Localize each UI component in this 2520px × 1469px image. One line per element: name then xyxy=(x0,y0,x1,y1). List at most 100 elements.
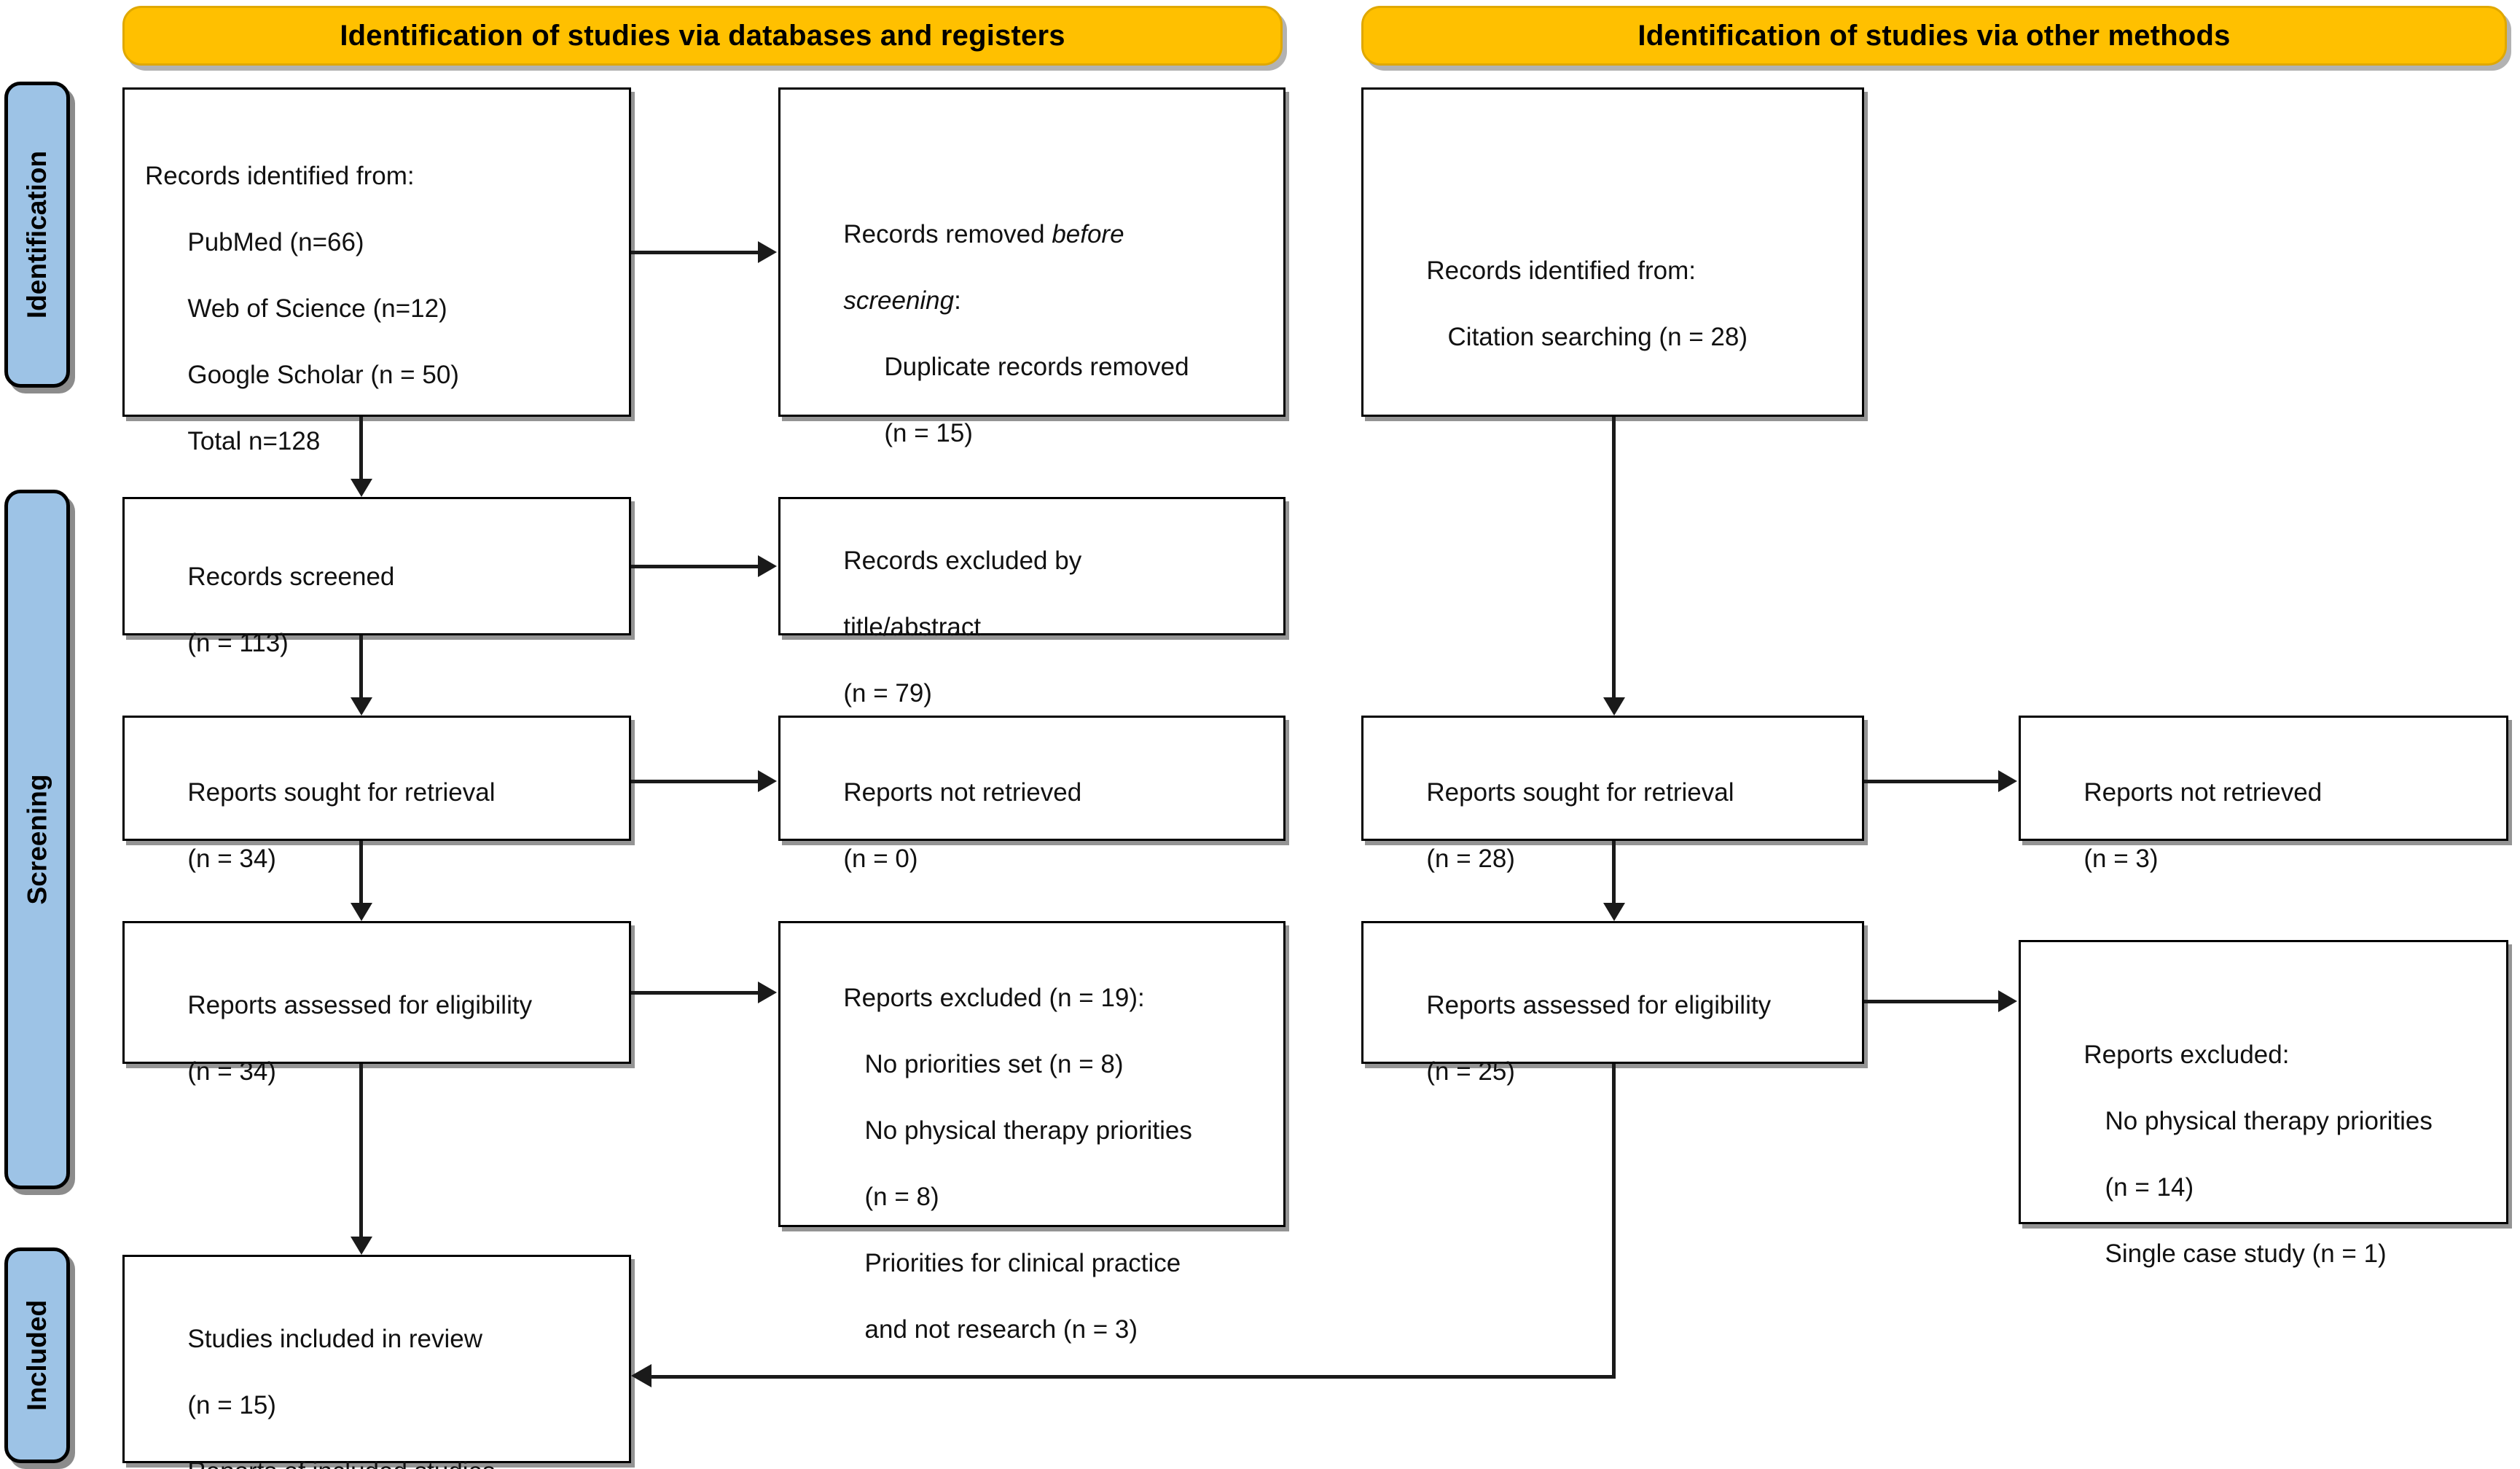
line-citation-searching: Citation searching (n = 28) xyxy=(1426,322,1748,351)
box-records-identified-databases-text: Records identified from: PubMed (n=66) W… xyxy=(145,160,619,491)
line-studies-included: Studies included in review xyxy=(187,1324,483,1353)
box-reports-not-retrieved-other: Reports not retrieved (n = 3) xyxy=(2019,716,2508,873)
box-records-identified-other: Records identified from: Citation search… xyxy=(1361,87,1864,417)
line-colon: : xyxy=(954,286,961,315)
header-databases-registers: Identification of studies via databases … xyxy=(122,6,1283,66)
line-reports-excluded-other-header: Reports excluded: xyxy=(2083,1040,2290,1069)
box-reports-excluded-databases: Reports excluded (n = 19): No priorities… xyxy=(778,921,1286,1344)
box-reports-excluded-other-text: Reports excluded: No physical therapy pr… xyxy=(2041,1005,2496,1304)
arrowhead-sought-db-to-assessed xyxy=(351,903,372,921)
line-reports-not-retrieved-other: Reports not retrieved xyxy=(2083,777,2323,807)
header-other-methods: Identification of studies via other meth… xyxy=(1361,6,2507,66)
line-reports-assessed-other-count: (n = 25) xyxy=(1426,1057,1515,1086)
line-studies-included-count: (n = 15) xyxy=(187,1390,276,1419)
line-reports-not-retrieved-db-count: (n = 0) xyxy=(843,844,918,873)
line-reports-not-retrieved-other-count: (n = 3) xyxy=(2083,844,2159,873)
line-reports-sought-db: Reports sought for retrieval xyxy=(187,777,496,807)
line-web-of-science: Web of Science (n=12) xyxy=(187,294,447,323)
line-records-removed-plain: Records removed xyxy=(843,219,1052,248)
connector-identified-other-to-sought xyxy=(1612,417,1616,708)
line-reports-assessed-db-count: (n = 34) xyxy=(187,1057,276,1086)
stage-included-text: Included xyxy=(22,1299,52,1411)
arrowhead-identified-other-to-sought xyxy=(1603,697,1625,716)
box-records-identified-databases: Records identified from: PubMed (n=66) W… xyxy=(122,87,631,455)
line-reports-sought-other-count: (n = 28) xyxy=(1426,844,1515,873)
arrowhead-assessed-db-to-excluded xyxy=(758,982,777,1003)
arrowhead-sought-db-to-not-retrieved xyxy=(758,770,777,792)
line-reports-excluded-db-header: Reports excluded (n = 19): xyxy=(843,983,1145,1012)
line-google-scholar: Google Scholar (n = 50) xyxy=(187,361,459,389)
arrowhead-merge-to-included xyxy=(631,1364,651,1387)
connector-identified-to-removed xyxy=(631,251,759,254)
stage-identification-text: Identification xyxy=(22,150,52,319)
connector-sought-db-to-assessed xyxy=(359,841,363,914)
line-duplicate-records-removed: Duplicate records removed xyxy=(884,352,1189,381)
box-records-identified-other-text: Records identified from: Citation search… xyxy=(1384,221,1852,387)
connector-sought-other-to-assessed xyxy=(1612,841,1616,914)
line-priorities-clinical-practice: Priorities for clinical practice xyxy=(843,1248,1181,1277)
box-reports-assessed-db-text: Reports assessed for eligibility (n = 34… xyxy=(145,955,619,1121)
box-records-removed-before-screening: Records removed before screening: Duplic… xyxy=(778,87,1286,447)
connector-assessed-other-to-excluded xyxy=(1864,1000,2000,1003)
connector-sought-db-to-not-retrieved xyxy=(631,780,759,783)
box-reports-not-retrieved-db-text: Reports not retrieved (n = 0) xyxy=(801,743,1273,909)
connector-assessed-db-to-excluded xyxy=(631,991,759,995)
line-records-screened: Records screened xyxy=(187,562,395,591)
line-total: Total n=128 xyxy=(187,427,321,455)
box-reports-not-retrieved-databases: Reports not retrieved (n = 0) xyxy=(778,716,1286,873)
line-pubmed: PubMed (n=66) xyxy=(187,228,364,256)
connector-assessed-other-down xyxy=(1612,1064,1616,1379)
box-reports-assessed-databases: Reports assessed for eligibility (n = 34… xyxy=(122,921,631,1086)
arrowhead-assessed-other-to-excluded xyxy=(1998,990,2017,1012)
box-reports-sought-other-text: Reports sought for retrieval (n = 28) xyxy=(1384,743,1852,909)
line-records-identified-from: Records identified from: xyxy=(145,162,415,190)
line-reports-assessed-db: Reports assessed for eligibility xyxy=(187,990,533,1019)
line-title-abstract: title/abstract xyxy=(843,612,982,641)
connector-identified-to-screened xyxy=(359,417,363,490)
box-reports-assessed-other: Reports assessed for eligibility (n = 25… xyxy=(1361,921,1864,1086)
line-no-pt-priorities-other-count: (n = 14) xyxy=(2083,1172,2194,1202)
box-reports-excluded-other: Reports excluded: No physical therapy pr… xyxy=(2019,940,2508,1268)
line-screening-italic: screening xyxy=(843,286,955,315)
box-records-excluded-title-abstract: Records excluded by title/abstract (n = … xyxy=(778,497,1286,708)
box-studies-included-in-review: Studies included in review (n = 15) Repo… xyxy=(122,1255,631,1469)
connector-assessed-db-to-included xyxy=(359,1064,363,1246)
arrowhead-screened-to-sought xyxy=(351,697,372,716)
line-reports-assessed-other: Reports assessed for eligibility xyxy=(1426,990,1772,1019)
stage-label-included: Included xyxy=(4,1247,70,1463)
stage-label-screening: Screening xyxy=(4,490,70,1189)
box-records-removed-text: Records removed before screening: Duplic… xyxy=(801,184,1273,483)
line-reports-sought-db-count: (n = 34) xyxy=(187,844,276,873)
arrowhead-identified-to-screened xyxy=(351,479,372,497)
line-before-italic: before xyxy=(1052,219,1124,248)
box-reports-not-retrieved-other-text: Reports not retrieved (n = 3) xyxy=(2041,743,2496,909)
line-single-case-study: Single case study (n = 1) xyxy=(2083,1239,2387,1268)
box-studies-included-text: Studies included in review (n = 15) Repo… xyxy=(145,1289,619,1469)
line-duplicate-count: (n = 15) xyxy=(884,418,973,447)
box-reports-assessed-other-text: Reports assessed for eligibility (n = 25… xyxy=(1384,955,1852,1121)
connector-screened-to-excluded xyxy=(631,565,759,568)
arrowhead-sought-other-to-assessed xyxy=(1603,903,1625,921)
box-reports-excluded-db-text: Reports excluded (n = 19): No priorities… xyxy=(801,948,1273,1379)
connector-screened-to-sought xyxy=(359,635,363,708)
stage-label-identification: Identification xyxy=(4,82,70,388)
line-reports-not-retrieved-db: Reports not retrieved xyxy=(843,777,1082,807)
box-records-excluded-text: Records excluded by title/abstract (n = … xyxy=(801,511,1273,743)
connector-merge-to-included xyxy=(649,1375,1616,1379)
line-no-priorities-set: No priorities set (n = 8) xyxy=(843,1049,1124,1078)
arrowhead-sought-other-to-not-retrieved xyxy=(1998,770,2017,792)
header-databases-label: Identification of studies via databases … xyxy=(340,20,1065,52)
line-records-screened-count: (n = 113) xyxy=(187,628,289,657)
connector-sought-other-to-not-retrieved xyxy=(1864,780,2000,783)
box-records-screened: Records screened (n = 113) xyxy=(122,497,631,657)
line-no-pt-priorities-count: (n = 8) xyxy=(843,1182,939,1211)
arrowhead-screened-to-excluded xyxy=(758,555,777,577)
line-no-pt-priorities: No physical therapy priorities xyxy=(843,1116,1192,1145)
stage-screening-text: Screening xyxy=(22,774,52,905)
box-reports-sought-db-text: Reports sought for retrieval (n = 34) xyxy=(145,743,619,909)
line-no-pt-priorities-other: No physical therapy priorities xyxy=(2083,1106,2433,1135)
line-reports-sought-other: Reports sought for retrieval xyxy=(1426,777,1734,807)
line-records-identified-from-other: Records identified from: xyxy=(1426,256,1696,285)
line-not-research-count: and not research (n = 3) xyxy=(843,1315,1138,1344)
